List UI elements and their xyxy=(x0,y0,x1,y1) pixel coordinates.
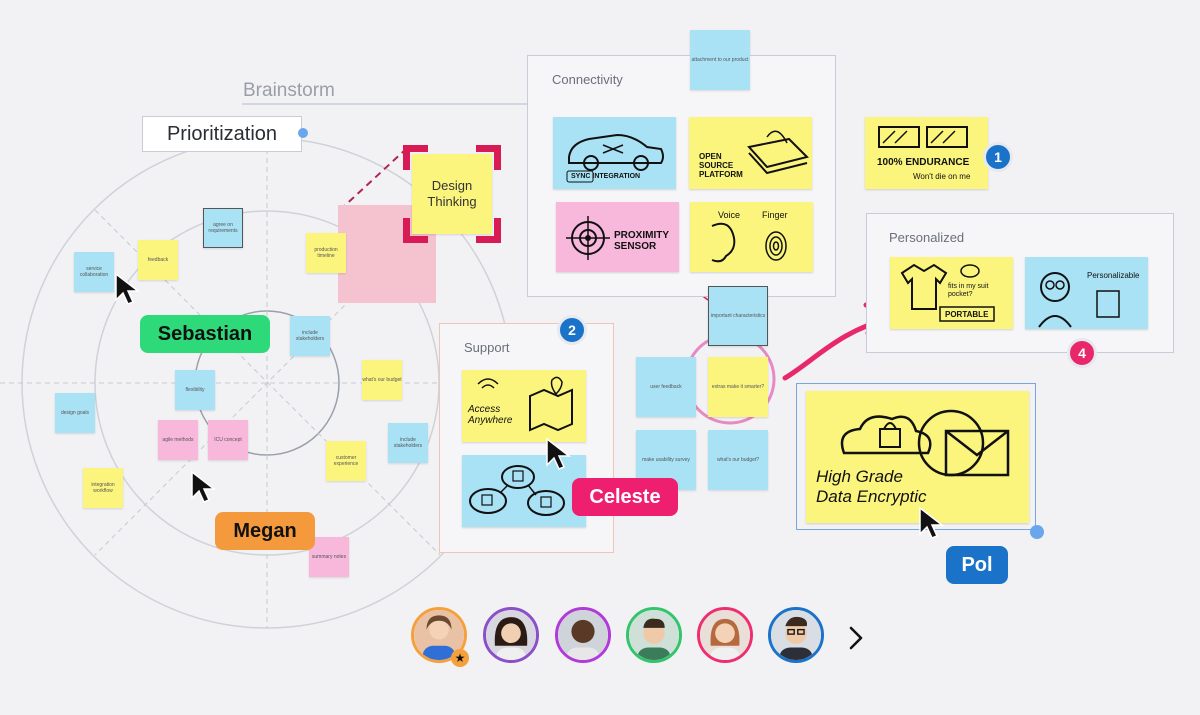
sticky-note-attachment[interactable]: attachment to our product xyxy=(690,30,750,90)
sketch-label: 100% ENDURANCE xyxy=(877,157,970,168)
sticky-note[interactable]: what's our budget xyxy=(362,360,402,400)
sketch-personalizable[interactable]: Personalizable xyxy=(1025,257,1148,329)
sticky-note[interactable]: customer experience xyxy=(326,441,366,481)
avatar-icon xyxy=(700,610,750,660)
sketch-endurance[interactable]: 100% ENDURANCE Won't die on me xyxy=(865,117,988,189)
resize-handle[interactable] xyxy=(1030,525,1044,539)
sticky-note-budget[interactable]: what's our budget? xyxy=(708,430,768,490)
badge-1[interactable]: 1 xyxy=(983,142,1013,172)
cursor-arrow-icon xyxy=(191,470,217,503)
sticky-note[interactable]: agile methods xyxy=(158,420,198,460)
sketch-label: PROXIMITY SENSOR xyxy=(614,230,669,252)
collaborator-avatar[interactable] xyxy=(483,607,539,663)
map-sketch xyxy=(477,376,573,432)
sketch-open-source[interactable]: OPEN SOURCE PLATFORM xyxy=(689,117,812,189)
sticky-note[interactable]: summary notes xyxy=(309,537,349,577)
person-sketch xyxy=(1038,272,1120,328)
collaborator-avatar[interactable] xyxy=(626,607,682,663)
collaborator-avatar[interactable] xyxy=(768,607,824,663)
sticky-note-extras[interactable]: extras make it smarter? xyxy=(708,357,768,417)
collaborator-avatar[interactable] xyxy=(555,607,611,663)
sketch-label: OPEN SOURCE PLATFORM xyxy=(699,152,743,179)
sketch-sync-integration[interactable]: SYNC INTEGRATION xyxy=(553,117,676,189)
target-sketch xyxy=(566,216,610,260)
chevron-right-icon[interactable] xyxy=(846,624,866,652)
sticky-note[interactable]: integration workflow xyxy=(83,468,123,508)
battery-sketch xyxy=(878,126,968,148)
sticky-note[interactable]: ICU concept xyxy=(208,420,248,460)
sketch-data-encryption[interactable]: High Grade Data Encryptic xyxy=(806,391,1029,523)
voice-finger-sketch xyxy=(711,222,787,263)
avatar-icon xyxy=(558,610,608,660)
shirt-sketch xyxy=(900,263,995,322)
sketch-label: Voice xyxy=(718,210,741,220)
sketch-label: High Grade Data Encryptic xyxy=(816,467,927,506)
cursor-tag-celeste: Celeste xyxy=(572,478,678,516)
sticky-note-feedback[interactable]: user feedback xyxy=(636,357,696,417)
cursor-tag-pol: Pol xyxy=(946,546,1008,584)
badge-2[interactable]: 2 xyxy=(557,315,587,345)
sticky-note-important[interactable]: important characteristics xyxy=(708,286,768,346)
cursor-tag-sebastian: Sebastian xyxy=(140,315,270,353)
sketch-network[interactable] xyxy=(462,455,586,527)
sketch-portable[interactable]: fits in my suit pocket? PORTABLE xyxy=(890,257,1013,329)
sketch-label: fits in my suit pocket? xyxy=(948,283,989,298)
sketch-label: SYNC INTEGRATION xyxy=(571,173,641,180)
brainstorm-label[interactable]: Brainstorm xyxy=(243,80,335,101)
network-sketch xyxy=(469,465,565,516)
sketch-voice-finger[interactable]: Voice Finger xyxy=(690,202,813,272)
sticky-note[interactable]: design goals xyxy=(55,393,95,433)
selection-box[interactable] xyxy=(796,383,1036,530)
cursor-arrow-icon xyxy=(919,506,945,539)
sticky-note[interactable]: production timeline xyxy=(306,233,346,273)
sticky-note[interactable]: agree on requirements xyxy=(203,208,243,248)
prioritization-text: Prioritization xyxy=(166,122,278,145)
avatar-icon xyxy=(486,610,536,660)
sticky-note[interactable]: feedback xyxy=(138,240,178,280)
cursor-arrow-icon xyxy=(115,272,141,305)
car-sketch xyxy=(566,133,664,183)
host-star-icon: ★ xyxy=(451,649,469,667)
avatar-icon xyxy=(771,610,821,660)
sticky-note[interactable]: flexibility xyxy=(175,370,215,410)
sketch-access-anywhere[interactable]: Access Anywhere xyxy=(462,370,586,442)
cloud-lock-sketch xyxy=(840,409,1010,477)
platform-sketch xyxy=(747,130,809,175)
selection-handle[interactable] xyxy=(298,128,308,138)
design-thinking-selection[interactable]: Design Thinking xyxy=(403,145,501,243)
badge-4[interactable]: 4 xyxy=(1067,338,1097,368)
collaborator-avatar[interactable] xyxy=(697,607,753,663)
sketch-label: PORTABLE xyxy=(945,310,989,319)
sketch-label: Access Anywhere xyxy=(468,404,513,426)
cursor-tag-megan: Megan xyxy=(215,512,315,550)
avatar-icon xyxy=(629,610,679,660)
sketch-label: Personalizable xyxy=(1087,271,1140,280)
frame-title: Connectivity xyxy=(552,72,623,87)
sketch-proximity-sensor[interactable]: PROXIMITY SENSOR xyxy=(556,202,679,272)
frame-title: Personalized xyxy=(889,230,965,245)
sketch-label: Finger xyxy=(762,210,788,220)
sticky-note[interactable]: include stakeholders xyxy=(388,423,428,463)
cursor-arrow-icon xyxy=(546,437,572,470)
design-thinking-sticky[interactable]: Design Thinking xyxy=(412,154,492,234)
sticky-note[interactable]: service collaboration xyxy=(74,252,114,292)
frame-title: Support xyxy=(464,340,510,355)
sketch-label: Won't die on me xyxy=(913,172,971,181)
sticky-note[interactable]: include stakeholders xyxy=(290,316,330,356)
prioritization-label[interactable]: Prioritization xyxy=(142,116,302,152)
